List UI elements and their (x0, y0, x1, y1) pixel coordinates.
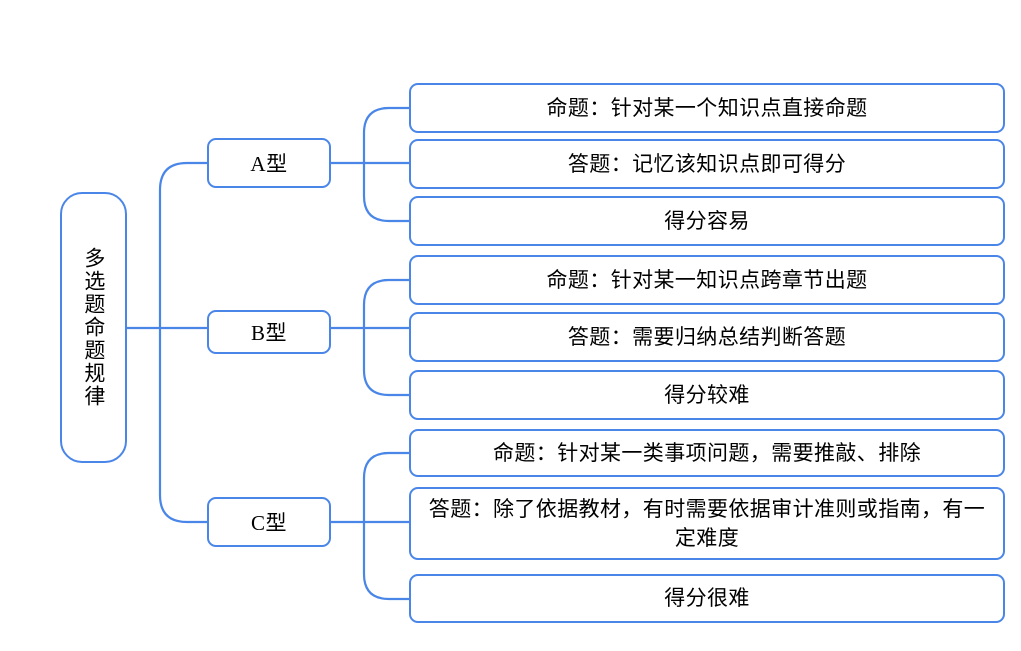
leaf-node-a1-text: 命题：针对某一个知识点直接命题 (546, 95, 868, 120)
branch-node-a-label: A型 (250, 152, 288, 176)
leaf-node-a2-text: 答题：记忆该知识点即可得分 (567, 151, 847, 176)
branch-node-c[interactable]: C型 (207, 497, 331, 547)
connector-c-to-item1 (362, 451, 411, 524)
leaf-node-b2-text: 答题：需要归纳总结判断答题 (567, 324, 847, 349)
root-node[interactable]: 多选题命题规律 (60, 192, 127, 463)
leaf-node-b1-text: 命题：针对某一知识点跨章节出题 (546, 267, 868, 292)
connector-a-to-item1 (362, 106, 411, 165)
leaf-node-a2[interactable]: 答题：记忆该知识点即可得分 (409, 139, 1005, 189)
branch-node-b[interactable]: B型 (207, 310, 331, 354)
branch-node-b-label: B型 (250, 321, 287, 345)
leaf-node-c3-text: 得分很难 (664, 586, 750, 611)
leaf-node-a3[interactable]: 得分容易 (409, 196, 1005, 246)
leaf-node-c2[interactable]: 答题：除了依据教材，有时需要依据审计准则或指南，有一定难度 (409, 487, 1005, 560)
leaf-node-b2[interactable]: 答题：需要归纳总结判断答题 (409, 312, 1005, 362)
connector-b-to-item1 (362, 278, 411, 330)
leaf-node-c1-text: 命题：针对某一类事项问题，需要推敲、排除 (493, 440, 921, 465)
leaf-node-c3[interactable]: 得分很难 (409, 574, 1005, 623)
leaf-node-b1[interactable]: 命题：针对某一知识点跨章节出题 (409, 255, 1005, 305)
connector-root-to-c (158, 326, 209, 524)
leaf-node-c2-text: 答题：除了依据教材，有时需要依据审计准则或指南，有一定难度 (428, 496, 986, 550)
leaf-node-a1[interactable]: 命题：针对某一个知识点直接命题 (409, 83, 1005, 133)
leaf-node-c1[interactable]: 命题：针对某一类事项问题，需要推敲、排除 (409, 429, 1005, 477)
connector-b-to-item3 (362, 326, 411, 397)
leaf-node-b3[interactable]: 得分较难 (409, 370, 1005, 420)
connector-c-to-item3 (362, 520, 411, 601)
branch-node-c-label: C型 (250, 511, 287, 535)
connector-a-to-item3 (362, 161, 411, 223)
leaf-node-a3-text: 得分容易 (664, 208, 750, 233)
connector-root-to-a (158, 161, 209, 330)
root-node-label: 多选题命题规律 (81, 247, 106, 408)
branch-node-a[interactable]: A型 (207, 138, 331, 188)
leaf-node-b3-text: 得分较难 (664, 382, 750, 407)
